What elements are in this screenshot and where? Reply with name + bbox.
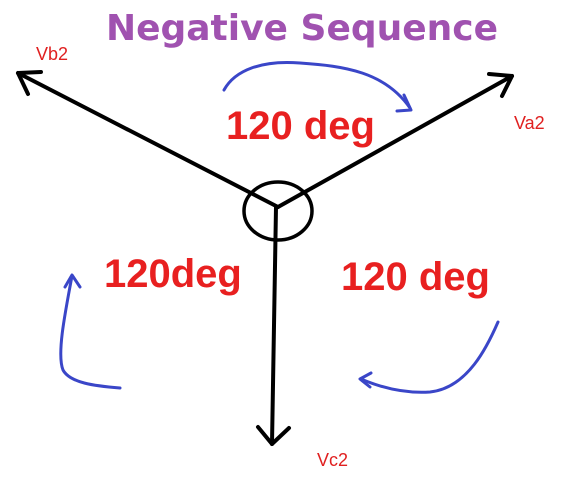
phasor-vb2-line [16,71,280,209]
phasor-vc2-line [270,205,278,446]
diagram-title: Negative Sequence [106,8,498,49]
phasor-vb2 [16,70,280,209]
angle-label-right: 120 deg [341,255,490,299]
rotation-arrow-left [59,273,122,390]
angle-label-left: 120deg [104,252,242,296]
rotation-arrow-right-head [358,371,373,389]
phasor-vc2-arrowhead [256,425,291,446]
phasor-va2 [276,72,514,209]
rotation-arrow-left-curve [59,274,122,390]
phasor-va2-arrowhead [487,72,514,98]
phasor-vb2-arrowhead [16,70,43,96]
angle-label-top: 120 deg [226,104,375,148]
phasor-va2-line [276,74,514,209]
phasor-label-vc2: Vc2 [317,450,348,470]
rotation-arrow-left-head [63,273,82,289]
phasor-label-va2: Va2 [514,113,545,133]
center-circle [242,180,314,242]
rotation-arrow-top-head [395,93,413,113]
rotation-arrow-right-curve [359,320,500,394]
rotation-arrow-top-curve [222,60,412,110]
rotation-arrow-right [358,320,500,394]
phasor-label-vb2: Vb2 [36,44,68,64]
rotation-arrow-top [222,60,413,113]
phasor-vc2 [256,205,291,446]
